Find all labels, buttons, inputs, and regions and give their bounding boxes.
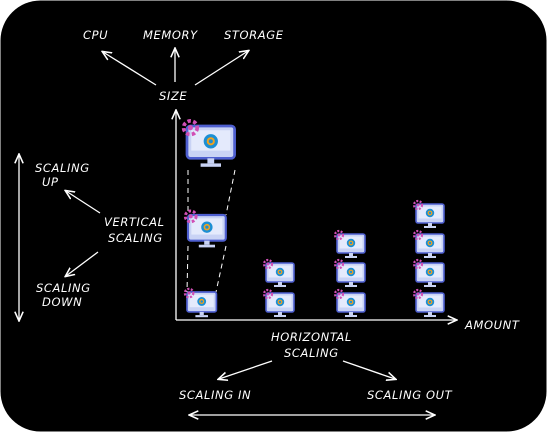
label-vertical-1: VERTICAL bbox=[104, 215, 165, 229]
label-scaling-down-1: SCALING bbox=[36, 281, 91, 295]
label-scaling-out: SCALING OUT bbox=[367, 388, 453, 402]
label-scaling-in: SCALING IN bbox=[179, 388, 251, 402]
label-scaling-up-1: SCALING bbox=[35, 161, 90, 175]
arrow-scaling-down bbox=[66, 251, 99, 276]
growth-guide-left-lower bbox=[186, 245, 189, 293]
label-horizontal-2: SCALING bbox=[284, 346, 339, 360]
label-horizontal-1: HORIZONTAL bbox=[271, 330, 352, 344]
arrow-to-storage bbox=[194, 51, 248, 86]
label-cpu: CPU bbox=[83, 28, 108, 42]
label-size: SIZE bbox=[159, 89, 187, 103]
growth-guide-right-upper bbox=[225, 169, 236, 216]
label-scaling-up-2: UP bbox=[42, 175, 59, 189]
label-vertical-2: SCALING bbox=[108, 231, 163, 245]
label-scaling-down-2: DOWN bbox=[42, 295, 82, 309]
label-amount: AMOUNT bbox=[464, 318, 520, 332]
arrow-scaling-out bbox=[342, 360, 395, 379]
growth-guide-right-lower bbox=[215, 245, 227, 293]
arrow-scaling-up bbox=[66, 191, 101, 214]
label-storage: STORAGE bbox=[224, 28, 284, 42]
arrow-scaling-in bbox=[219, 360, 273, 379]
arrow-to-cpu bbox=[103, 52, 157, 86]
label-memory: MEMORY bbox=[143, 28, 198, 42]
